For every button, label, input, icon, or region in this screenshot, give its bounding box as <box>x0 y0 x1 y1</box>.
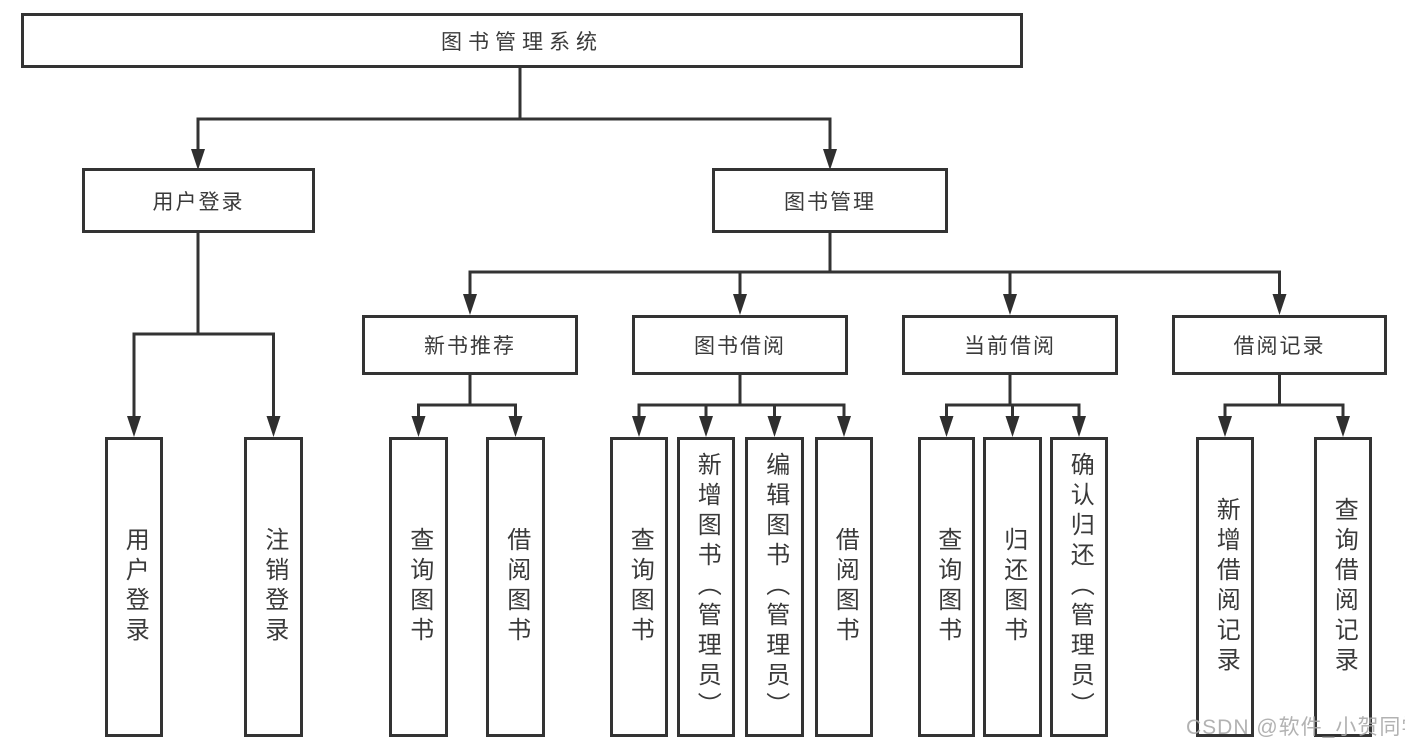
leaf-user-login: 用户登录 <box>105 437 163 737</box>
leaf-query-borrow-record-label: 查询借阅记录 <box>1330 497 1358 677</box>
leaf-borrow-books: 借阅图书 <box>815 437 873 737</box>
leaf-logout: 注销登录 <box>244 437 303 737</box>
branch-current-borrow: 当前借阅 <box>902 315 1118 375</box>
leaf-borrow-books-recommend: 借阅图书 <box>486 437 545 737</box>
leaf-add-borrow-record-label: 新增借阅记录 <box>1212 497 1240 677</box>
leaf-add-book-admin-label: 新增图书（管理员） <box>693 452 721 722</box>
branch-book-management-label: 图书管理 <box>784 190 876 214</box>
leaf-edit-book-admin: 编辑图书（管理员） <box>745 437 804 737</box>
branch-user-login: 用户登录 <box>82 168 315 233</box>
leaf-query-books-recommend: 查询图书 <box>389 437 448 737</box>
leaf-return-books-label: 归还图书 <box>999 527 1027 647</box>
branch-book-borrow: 图书借阅 <box>632 315 848 375</box>
leaf-edit-book-admin-label: 编辑图书（管理员） <box>761 452 789 722</box>
root-node: 图书管理系统 <box>21 13 1023 68</box>
leaf-query-books-current-label: 查询图书 <box>933 527 961 647</box>
leaf-borrow-books-label: 借阅图书 <box>831 527 859 647</box>
branch-borrow-records-label: 借阅记录 <box>1233 335 1326 358</box>
leaf-query-borrow-record: 查询借阅记录 <box>1314 437 1372 737</box>
branch-book-management: 图书管理 <box>712 168 948 233</box>
branch-borrow-records: 借阅记录 <box>1172 315 1387 375</box>
leaf-query-books-recommend-label: 查询图书 <box>405 527 433 647</box>
leaf-confirm-return-admin: 确认归还（管理员） <box>1050 437 1108 737</box>
leaf-borrow-books-recommend-label: 借阅图书 <box>502 527 530 647</box>
leaf-query-books-borrow-label: 查询图书 <box>626 527 654 647</box>
branch-current-borrow-label: 当前借阅 <box>964 335 1056 358</box>
leaf-add-book-admin: 新增图书（管理员） <box>677 437 735 737</box>
branch-user-login-label: 用户登录 <box>152 190 245 214</box>
leaf-add-borrow-record: 新增借阅记录 <box>1196 437 1254 737</box>
leaf-logout-label: 注销登录 <box>260 527 288 647</box>
leaf-query-books-current: 查询图书 <box>918 437 975 737</box>
leaf-user-login-label: 用户登录 <box>121 527 149 647</box>
branch-book-borrow-label: 图书借阅 <box>694 335 786 358</box>
watermark: CSDN @软件_小贺同学 <box>1186 716 1405 739</box>
leaf-return-books: 归还图书 <box>983 437 1042 737</box>
branch-new-book-recommend: 新书推荐 <box>362 315 578 375</box>
leaf-query-books-borrow: 查询图书 <box>610 437 668 737</box>
branch-new-book-recommend-label: 新书推荐 <box>424 335 516 358</box>
root-node-label: 图书管理系统 <box>441 30 603 54</box>
arrowheads <box>127 149 1350 437</box>
leaf-confirm-return-admin-label: 确认归还（管理员） <box>1066 452 1094 722</box>
